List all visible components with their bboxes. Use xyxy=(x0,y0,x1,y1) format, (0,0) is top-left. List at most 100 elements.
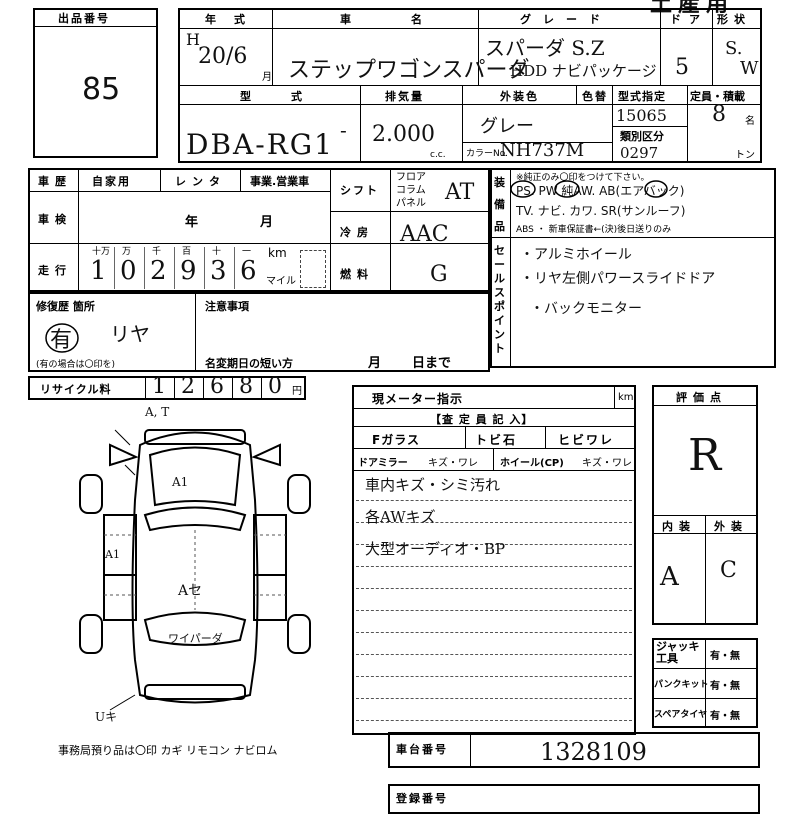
grade-label: グレード xyxy=(520,13,612,26)
interior-grade-value: A xyxy=(660,562,679,592)
mileage-digit: 9 xyxy=(180,256,197,286)
car-diagram xyxy=(79,429,311,711)
registration-label: 登録番号 xyxy=(396,792,448,805)
shape-value-2: W xyxy=(740,58,759,79)
meter-note-1: 車内キズ・シミ汚れ xyxy=(365,476,501,494)
repair-label: 修復歴 箇所 xyxy=(36,300,95,313)
aircon-label: 冷房 xyxy=(340,226,374,239)
year-era: H xyxy=(186,30,200,49)
history-label: 車歴 xyxy=(38,175,72,188)
rear-bumper xyxy=(144,684,246,700)
load-unit: トン xyxy=(735,150,755,161)
mileage-digit: 3 xyxy=(210,256,227,286)
doors-value: 5 xyxy=(675,55,689,80)
inspector-label: 【査 定 員 記 入】 xyxy=(430,413,534,426)
mileage-digit: 0 xyxy=(120,256,137,286)
front-bumper xyxy=(144,429,246,445)
history-rental: レンタ xyxy=(175,175,226,188)
history-business: 事業.営業車 xyxy=(250,175,310,188)
sales-point-label: セールスポイント xyxy=(494,244,505,355)
doors-label: ドア xyxy=(670,13,708,26)
meter-label: 現メーター指示 xyxy=(372,392,464,406)
lot-number-label: 出品番号 xyxy=(58,12,110,25)
shift-column: コラム xyxy=(396,185,426,196)
mirror-opts: キズ・ワレ xyxy=(428,458,478,469)
deadline-month: 月 xyxy=(368,356,384,371)
capacity-value: 8 xyxy=(712,102,726,127)
notes-label: 注意事項 xyxy=(205,300,249,313)
chassis-box xyxy=(388,732,760,768)
door-right-rear xyxy=(253,574,287,621)
shift-value: AT xyxy=(445,180,475,205)
mileage-unit-label: 十 xyxy=(212,247,222,257)
mileage-digit: 6 xyxy=(240,256,257,286)
recycle-label: リサイクル料 xyxy=(40,383,112,396)
wheel-opts: キズ・ワレ xyxy=(582,458,632,469)
inspection-label: 車検 xyxy=(38,213,72,226)
exterior-value: グレー xyxy=(480,116,534,137)
type-spec-value: 15065 xyxy=(616,106,667,125)
shift-floor: フロア xyxy=(396,172,426,183)
chassis-value: 1328109 xyxy=(540,738,647,766)
shift-label: シフト xyxy=(340,184,379,197)
car-windshield xyxy=(143,506,247,532)
capacity-label: 定員・積載 xyxy=(690,90,745,103)
inspection-year: 年 xyxy=(185,215,201,230)
recycle-digit: 8 xyxy=(239,374,253,399)
mileage-unit-label: 千 xyxy=(152,247,162,257)
fuel-label: 燃料 xyxy=(340,268,374,281)
car-rear-window xyxy=(143,611,247,646)
wheel-right-front xyxy=(287,474,311,514)
recycle-digit: 0 xyxy=(268,374,282,399)
car-body-outline xyxy=(131,431,259,704)
repair-circle xyxy=(45,323,79,353)
history-grid xyxy=(28,168,490,292)
recycle-unit: 円 xyxy=(292,386,302,397)
wheel-left-front xyxy=(79,474,103,514)
diagram-label-a1: A1 xyxy=(172,475,189,489)
repair-value-1: 有 xyxy=(50,328,73,353)
repair-box xyxy=(28,292,490,372)
mileage-unit-label: 十万 xyxy=(92,247,111,257)
aircon-value: AAC xyxy=(400,222,449,247)
deadline-day: 日まで xyxy=(412,356,452,371)
mileage-unit-label: 百 xyxy=(182,247,192,257)
interior-label: 内装 xyxy=(662,520,696,533)
model-dash: - xyxy=(340,118,347,142)
door-left-rear xyxy=(103,574,137,621)
pw-circle xyxy=(554,180,580,198)
color-no-label: カラーNo. xyxy=(466,149,508,159)
history-private: 自家用 xyxy=(92,175,131,188)
repair-value-2: リヤ xyxy=(110,322,150,346)
sales-point-2: ・リヤ左側パワースライドドア xyxy=(520,271,716,287)
recycle-digit: 2 xyxy=(181,374,195,399)
mileage-unit-label: 一 xyxy=(242,247,252,257)
diagram-label-a1-left: A1 xyxy=(105,548,120,561)
chassis-label: 車台番号 xyxy=(396,743,448,756)
class-label: 類別区分 xyxy=(620,130,664,143)
repair-hint: (有の場合は〇印を) xyxy=(36,360,116,370)
lot-number-value: 85 xyxy=(82,72,121,107)
grade-value: R xyxy=(688,430,722,481)
crack-label: ヒビワレ xyxy=(558,433,615,447)
model-value: DBA-RG1 xyxy=(186,128,334,161)
diagram-footer: 事務局預り品は〇印 カギ リモコン ナビロム xyxy=(58,744,278,757)
ps-circle xyxy=(510,180,536,198)
stone-label: トビ石 xyxy=(475,433,518,447)
fuel-value: G xyxy=(430,262,448,287)
mileage-label: 走行 xyxy=(38,264,72,277)
mileage-digit: 1 xyxy=(90,256,107,286)
door-right-front xyxy=(253,514,287,576)
meter-box xyxy=(352,385,636,735)
extra-puncture-opts: 有・無 xyxy=(710,681,740,692)
recycle-digit: 6 xyxy=(210,374,224,399)
diagram-label-center: Aセ xyxy=(178,583,203,599)
mileage-mile: マイル xyxy=(266,276,296,287)
equipment-box xyxy=(490,168,776,368)
grade-line2: HDD ナビパッケージ xyxy=(510,62,657,80)
meter-note-2: 各AWキズ xyxy=(365,508,436,526)
extra-jack-opts: 有・無 xyxy=(710,651,740,662)
sales-point-3: ・バックモニター xyxy=(530,301,642,317)
inspection-month: 月 xyxy=(260,215,276,230)
diagram-label-wiper: ワイパーダ xyxy=(168,632,223,645)
